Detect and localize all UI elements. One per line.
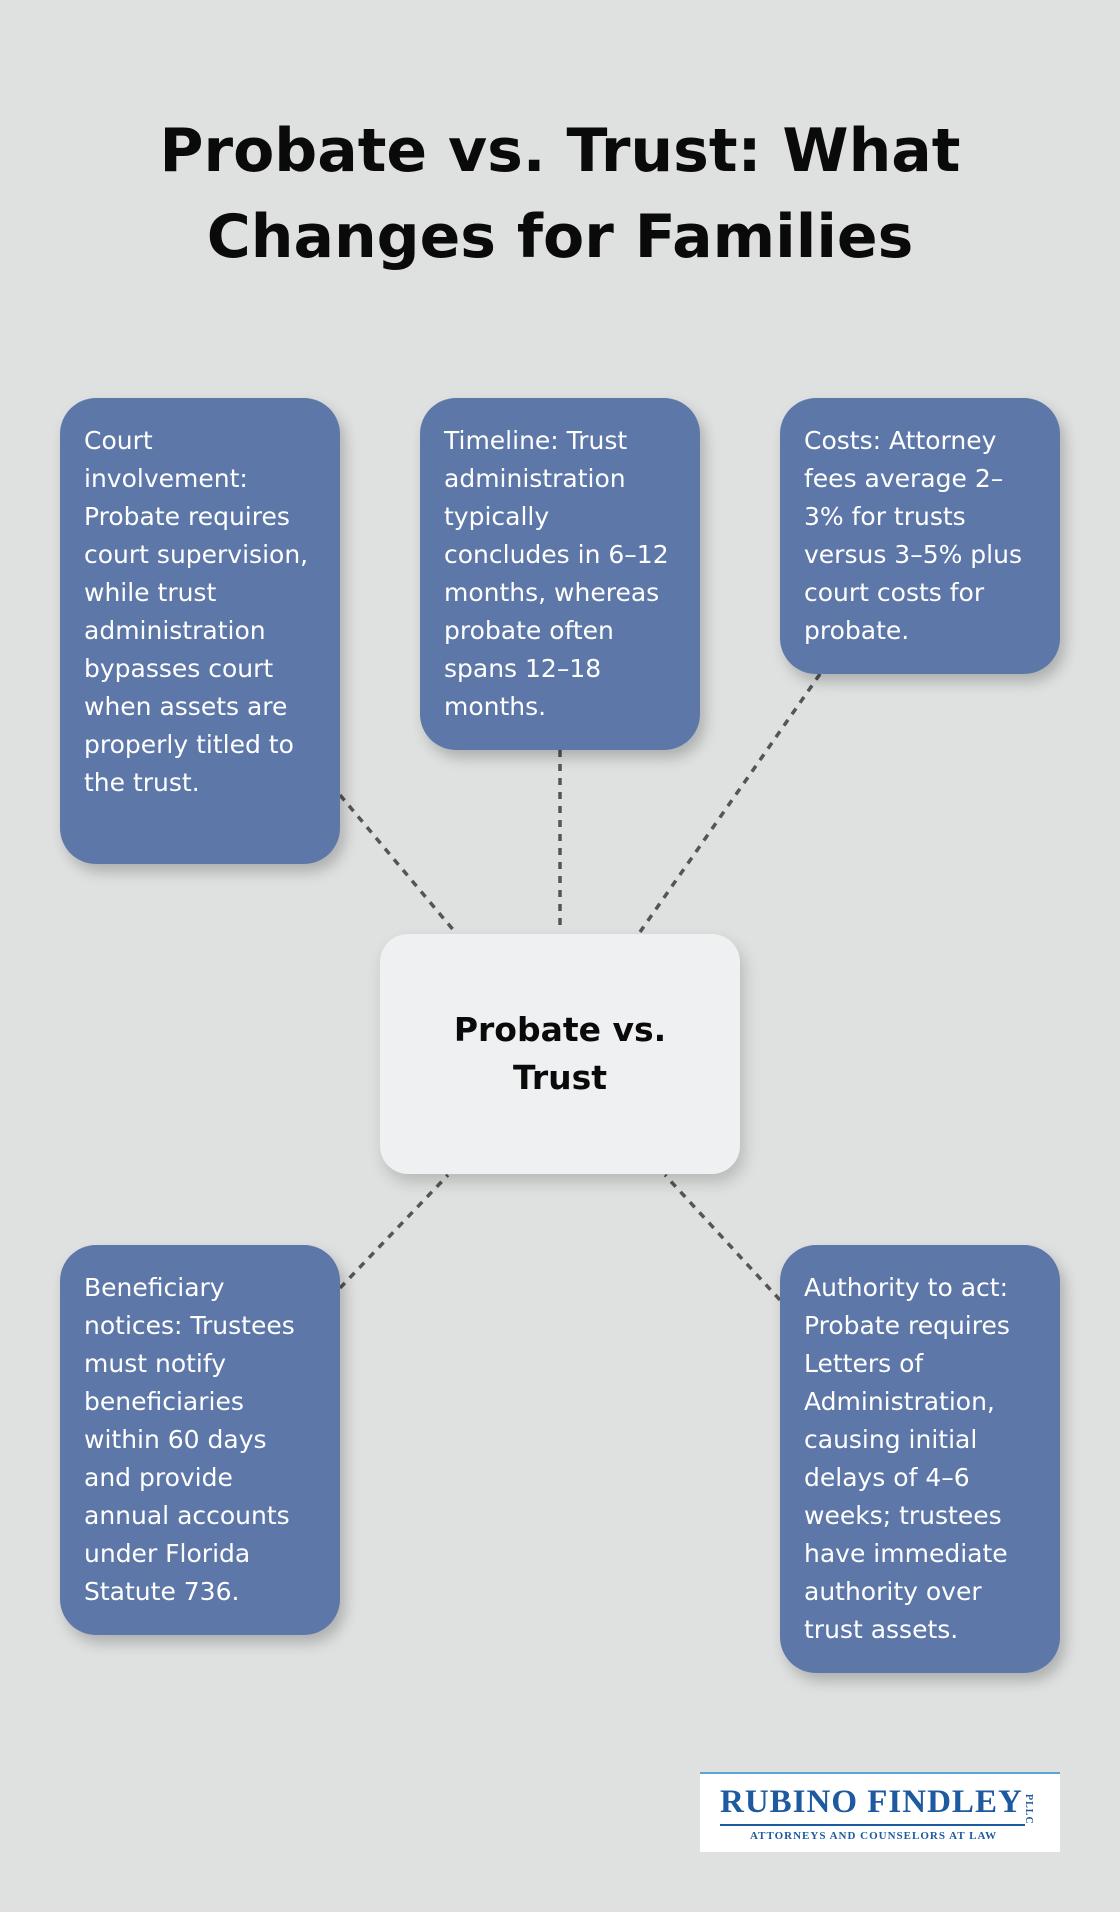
page-title: Probate vs. Trust: What Changes for Fami… [159,116,961,272]
node-court-involvement: Court involvement: Probate requires cour… [60,398,340,864]
connector-costs [638,672,822,934]
connector-beneficiary [338,1173,450,1290]
node-authority-to-act: Authority to act: Probate requires Lette… [780,1245,1060,1673]
node-beneficiary-notices: Beneficiary notices: Trustees must notif… [60,1245,340,1635]
connector-court [338,793,457,934]
logo-suffix: PLLC [1023,1794,1034,1825]
rubino-findley-logo: RUBINO FINDLEY ATTORNEYS AND COUNSELORS … [700,1772,1060,1852]
logo-top-rule [700,1772,1060,1774]
logo-tagline: ATTORNEYS AND COUNSELORS AT LAW [750,1830,998,1842]
center-node: Probate vs. Trust [380,934,740,1174]
logo-name: RUBINO FINDLEY [720,1784,1023,1820]
center-label: Probate vs. Trust [453,1010,667,1097]
logo-underline [720,1824,1025,1826]
connector-authority [663,1173,782,1302]
node-timeline: Timeline: Trust administration typically… [420,398,700,750]
node-costs: Costs: Attorney fees average 2–3% for tr… [780,398,1060,674]
